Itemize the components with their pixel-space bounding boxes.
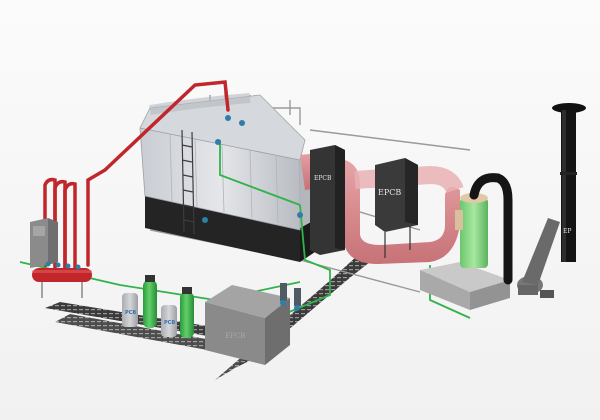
steam-pipes bbox=[43, 80, 230, 272]
svg-text:EPCB: EPCB bbox=[378, 188, 401, 197]
svg-text:EPCB: EPCB bbox=[225, 332, 245, 340]
dust-collector-2: EPCB bbox=[375, 158, 418, 258]
salt-tank-2: PCB bbox=[161, 305, 177, 337]
steam-header bbox=[32, 261, 92, 298]
induced-draft-fan bbox=[517, 218, 560, 298]
water-tank: EPCB bbox=[205, 285, 290, 365]
chimney: EP bbox=[552, 103, 586, 262]
boiler-valves bbox=[202, 115, 303, 223]
dust-collector-1: EPCB bbox=[310, 145, 345, 255]
water-softener-2 bbox=[180, 287, 194, 338]
ladder bbox=[181, 129, 195, 235]
feed-pumps bbox=[280, 283, 301, 311]
control-cabinet bbox=[30, 218, 58, 268]
outlet-duct bbox=[469, 173, 513, 285]
sediment-tank bbox=[420, 262, 510, 310]
salt-tank-1: PCB bbox=[122, 293, 138, 327]
svg-text:PCB: PCB bbox=[125, 310, 136, 316]
svg-text:PCB: PCB bbox=[164, 320, 175, 326]
water-softener-1 bbox=[143, 275, 157, 328]
svg-text:EP: EP bbox=[563, 228, 571, 235]
svg-text:EPCB: EPCB bbox=[314, 175, 332, 182]
boiler-body bbox=[139, 93, 318, 231]
